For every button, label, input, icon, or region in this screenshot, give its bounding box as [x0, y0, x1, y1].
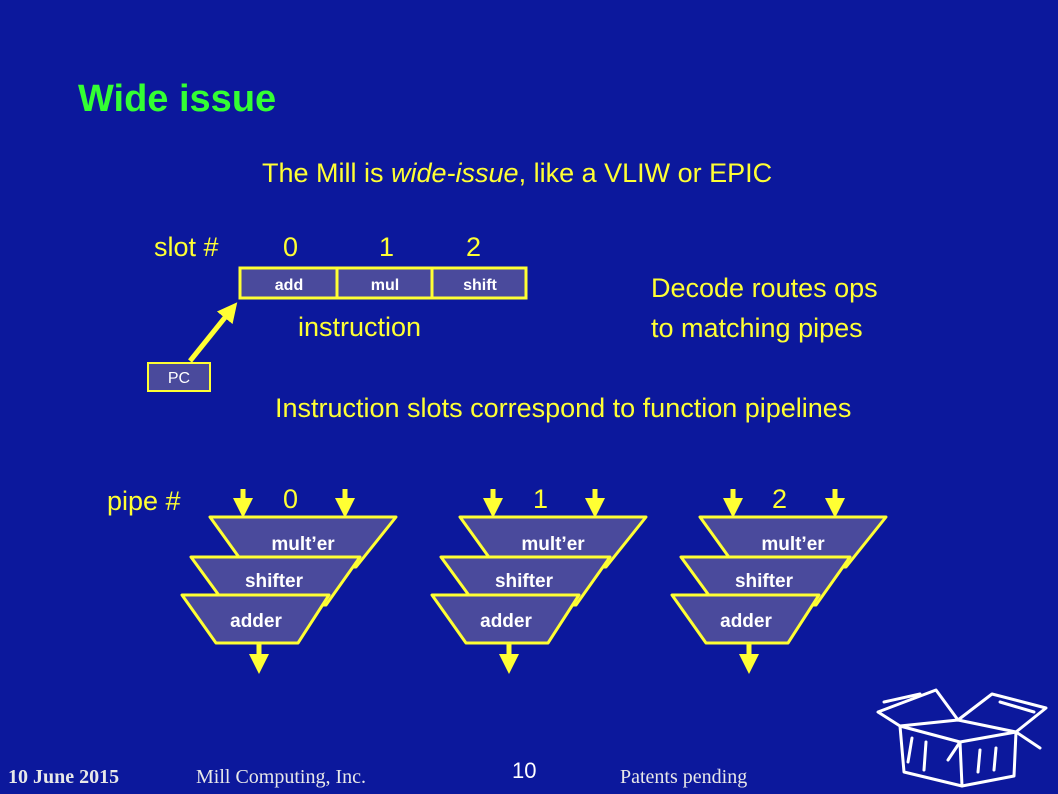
pipe-0-stage-label-1: shifter — [245, 571, 304, 592]
decode-line-1: Decode routes ops — [651, 273, 878, 303]
pipe-0-stage-1 — [189, 555, 362, 607]
pipe-2-stage-1 — [679, 555, 852, 607]
pipe-1: mult’er shifter adder — [430, 489, 648, 674]
pipe-2-stage-label-2: adder — [720, 611, 772, 632]
pipe-1-stage-label-2: adder — [480, 611, 532, 632]
pipe-0: mult’er shifter adder — [180, 489, 398, 674]
pipe-2-stage-0 — [698, 515, 888, 569]
instruction-word: add mul shift — [238, 266, 528, 300]
page-number: 10 — [512, 758, 537, 783]
instruction-label: instruction — [298, 312, 422, 342]
pc-arrow — [188, 302, 238, 363]
pipe-2: mult’er shifter adder — [670, 489, 888, 674]
instruction-frame — [238, 266, 528, 300]
pipe-0-stage-label-0: mult’er — [271, 534, 335, 555]
pipe-2-stage-2 — [670, 593, 821, 645]
slot-number-0: 0 — [283, 232, 299, 262]
slot-op-2: shift — [463, 277, 497, 294]
pipe-0-stage-label-2: adder — [230, 611, 282, 632]
slot-label: slot # — [154, 232, 219, 262]
pipe-1-stage-label-0: mult’er — [521, 534, 585, 555]
pc-register — [147, 362, 211, 392]
page-title: Wide issue — [78, 78, 277, 120]
footer-date: 10 June 2015 — [8, 766, 120, 788]
subtitle-emphasis: wide-issue — [391, 158, 519, 188]
pipe-number-0: 0 — [283, 484, 299, 514]
pipe-number-2: 2 — [772, 484, 788, 514]
box-logo-icon — [876, 688, 1048, 788]
slot-number-1: 1 — [379, 232, 395, 262]
pc-label: PC — [168, 370, 190, 387]
pipe-1-stage-0 — [458, 515, 648, 569]
slots-caption: Instruction slots correspond to function… — [275, 393, 852, 423]
pipe-2-stage-label-0: mult’er — [761, 534, 825, 555]
slot-op-0: add — [275, 277, 303, 294]
pipe-number-1: 1 — [533, 484, 549, 514]
subtitle: The Mill is wide-issue, like a VLIW or E… — [262, 158, 772, 189]
slot-op-1: mul — [371, 277, 399, 294]
subtitle-prefix: The Mill is — [262, 158, 392, 188]
footer-patents: Patents pending — [620, 766, 748, 788]
pipe-0-stage-0 — [208, 515, 398, 569]
pipes: mult’ershifteraddermult’ershifteraddermu… — [180, 489, 888, 674]
pipe-label: pipe # — [107, 486, 181, 516]
decode-line-2: to matching pipes — [651, 313, 863, 343]
footer-company: Mill Computing, Inc. — [196, 766, 366, 788]
pipe-1-stage-1 — [439, 555, 612, 607]
subtitle-suffix: , like a VLIW or EPIC — [518, 158, 773, 188]
pipe-1-stage-2 — [430, 593, 581, 645]
pipe-2-stage-label-1: shifter — [735, 571, 794, 592]
pipe-0-stage-2 — [180, 593, 331, 645]
pipe-1-stage-label-1: shifter — [495, 571, 554, 592]
slot-number-2: 2 — [466, 232, 482, 262]
